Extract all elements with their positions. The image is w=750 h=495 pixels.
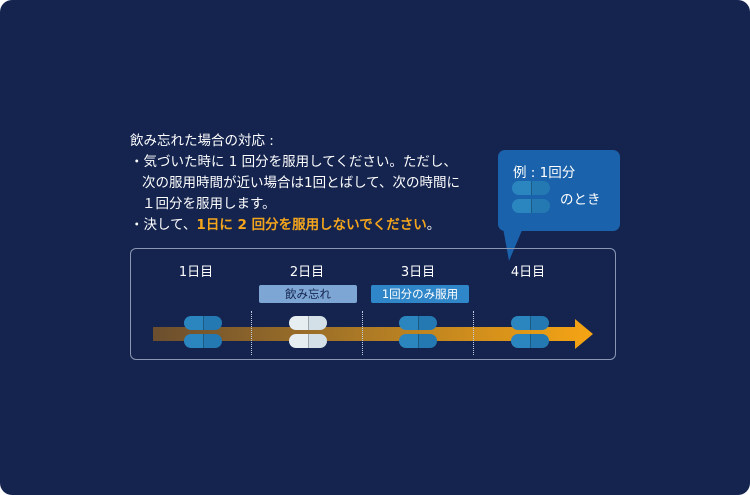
dose-example-callout: 例 : 1回分 のとき [498,150,620,231]
callout-tail [503,228,523,261]
instruction-item-1-line-1: ・気づいた時に 1 回分を服用してください。ただし、 [130,154,457,170]
missed-dose-instructions: 飲み忘れた場合の対応 : ・気づいた時に 1 回分を服用してください。ただし、 … [130,131,460,236]
timeline-arrow [153,319,593,349]
dosing-timeline: 1日目 2日目 飲み忘れ 3日目 1回分のみ服用 4日目 [130,248,616,360]
instruction-item-1-line-3: １回分を服用します。 [142,196,276,212]
day-divider [251,311,252,355]
day-divider [473,311,474,355]
callout-line-2: のとき [560,192,601,208]
capsule-icon [511,316,549,330]
instruction-item-2-suffix: 。 [426,217,441,233]
missed-dose-tag: 飲み忘れ [259,285,357,303]
capsule-icon [289,334,327,348]
capsule-icon [512,181,550,195]
instruction-item-2-emphasis: 1日に 2 回分を服用しないでください [196,217,427,233]
capsule-icon [512,199,550,213]
capsule-icon [184,316,222,330]
callout-line-1: 例 : 1回分 [513,165,576,181]
instructions-heading: 飲み忘れた場合の対応 : [130,133,274,149]
instruction-item-2: ・決して、1日に 2 回分を服用しないでください。 [130,215,460,236]
capsule-icon [399,316,437,330]
day-4-label: 4日目 [510,265,546,280]
capsule-icon [289,316,327,330]
day-2-label: 2日目 [289,265,325,280]
instruction-item-2-prefix: ・決して、 [130,217,197,233]
capsule-icon [184,334,222,348]
day-divider [362,311,363,355]
instruction-item-1-line-2: 次の服用時間が近い場合は1回とばして、次の時間に [142,175,461,191]
capsule-icon [399,334,437,348]
day-1-label: 1日目 [178,265,214,280]
day-3-label: 3日目 [400,265,436,280]
single-dose-tag: 1回分のみ服用 [371,285,469,303]
capsule-icon [511,334,549,348]
